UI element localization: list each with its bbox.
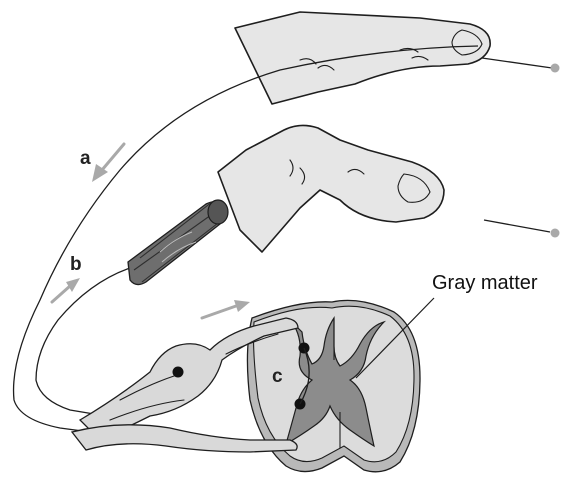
motor-nerve-b: [36, 268, 130, 414]
lower-finger: [218, 125, 444, 252]
ganglion-neuron-dot: [173, 367, 184, 378]
label-gray-matter: Gray matter: [432, 272, 538, 294]
label-c: c: [272, 366, 283, 387]
label-b: b: [70, 254, 82, 275]
upper-pointer-dot: [551, 64, 560, 73]
arrow-b: [52, 278, 80, 302]
lower-pointer-line: [484, 220, 550, 232]
upper-pointer-line: [482, 58, 552, 68]
label-a: a: [80, 148, 91, 169]
muscle-spindle: [128, 200, 228, 285]
upper-finger: [235, 12, 490, 104]
arrow-a: [92, 144, 124, 182]
lower-pointer-dot: [551, 229, 560, 238]
arrow-top: [202, 300, 250, 318]
